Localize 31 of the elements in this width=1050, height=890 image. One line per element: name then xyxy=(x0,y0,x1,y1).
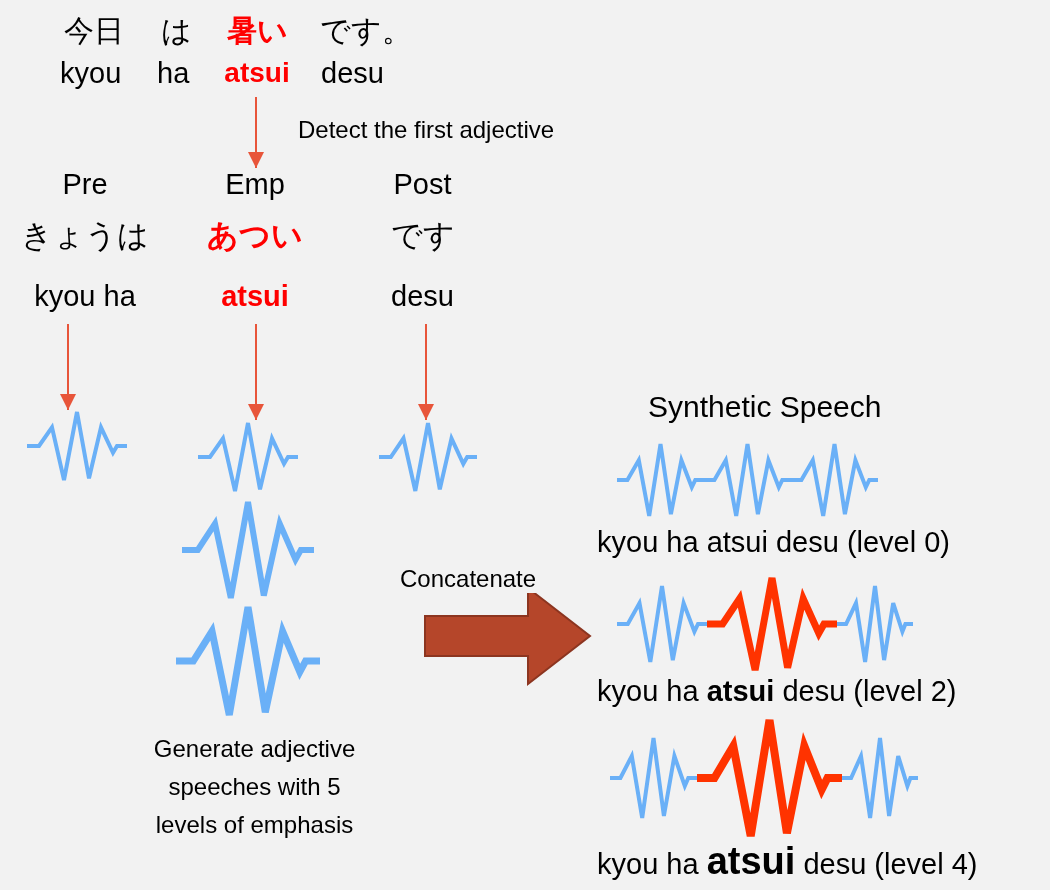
word-text: です。 xyxy=(320,14,412,49)
arrow xyxy=(248,323,264,421)
arrow xyxy=(60,323,76,411)
waveform xyxy=(377,420,479,494)
kana-text: あつい xyxy=(206,218,304,254)
kana-text: です xyxy=(389,218,456,254)
caption-text: kyou ha atsui desu (level 2) xyxy=(597,675,957,709)
column-heading: Emp xyxy=(224,168,286,202)
note-text: Generate adjective speeches with 5 levels of emphasis xyxy=(152,734,357,840)
column-heading: Pre xyxy=(61,168,109,202)
word-text: 今日 xyxy=(64,14,124,49)
waveform xyxy=(25,410,129,482)
waveform xyxy=(174,603,322,719)
caption-text: kyou ha atsui desu (level 0) xyxy=(597,526,951,560)
romaji-text: atsui xyxy=(220,280,290,314)
word-text: desu xyxy=(321,57,384,91)
word-text: は xyxy=(161,14,192,49)
arrow xyxy=(418,323,434,421)
caption-text: kyou ha atsui desu (level 4) xyxy=(597,840,978,884)
kana-text: きょうは xyxy=(20,218,150,254)
waveform xyxy=(180,498,316,602)
section-heading: Synthetic Speech xyxy=(648,390,882,425)
column-heading: Post xyxy=(392,168,453,202)
word-text: kyou xyxy=(60,57,122,91)
romaji-text: desu xyxy=(390,280,455,314)
romaji-text: atsui xyxy=(223,57,291,90)
arrow xyxy=(248,96,264,169)
kanji-text: 暑い xyxy=(225,14,289,49)
waveform xyxy=(196,420,300,494)
word-text: ha xyxy=(157,57,190,91)
romaji-text: kyou ha xyxy=(33,280,137,314)
